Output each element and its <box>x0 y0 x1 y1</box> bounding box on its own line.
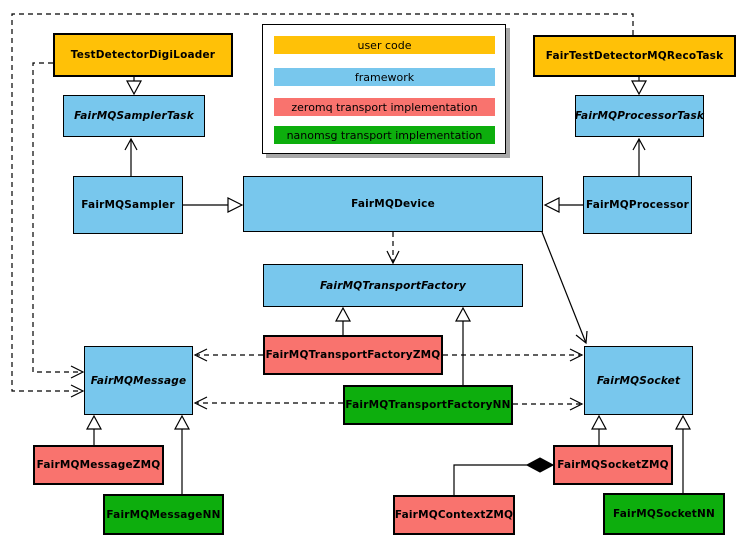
node-label: FairMQMessageNN <box>106 508 221 521</box>
legend-label: user code <box>357 38 412 52</box>
edge-messagenn-inherits-message <box>173 414 191 494</box>
legend-item-nanomsg: nanomsg transport implementation <box>274 126 495 144</box>
node-label: FairTestDetectorMQRecoTask <box>545 50 724 62</box>
node-fairmq-socket-nn: FairMQSocketNN <box>603 493 725 535</box>
edge-socketzmq-inherits-socket <box>590 414 608 445</box>
edge-socketnn-inherits-socket <box>674 414 692 493</box>
node-fairmq-transport-factory: FairMQTransportFactory <box>263 264 523 307</box>
edge-processor-inherits-device <box>543 197 583 213</box>
node-fairmq-message-nn: FairMQMessageNN <box>103 494 224 535</box>
node-fairmq-context-zmq: FairMQContextZMQ <box>393 495 515 535</box>
node-label: FairMQMessage <box>90 374 187 387</box>
legend-label: nanomsg transport implementation <box>286 128 483 142</box>
node-label: FairMQTransportFactoryNN <box>345 399 511 411</box>
edge-factoryzmq-uses-message <box>193 348 263 362</box>
node-label: FairMQSocket <box>596 374 681 387</box>
node-label: FairMQSamplerTask <box>74 110 194 122</box>
edge-device-to-socket <box>541 231 588 345</box>
edge-factoryzmq-inherits-factory <box>334 306 352 335</box>
edge-device-uses-factory <box>386 232 400 265</box>
legend-item-zeromq: zeromq transport implementation <box>274 98 495 116</box>
node-fairmq-device: FairMQDevice <box>243 176 543 232</box>
node-fair-test-detector-mq-reco-task: FairTestDetectorMQRecoTask <box>533 35 736 77</box>
edge-contextzmq-composed-in-socketzmq <box>453 457 555 495</box>
edge-messagezmq-inherits-message <box>85 414 103 445</box>
legend-item-user-code: user code <box>274 36 495 54</box>
node-fairmq-transport-factory-zmq: FairMQTransportFactoryZMQ <box>263 335 443 375</box>
edge-recotask-uses-message <box>11 13 634 398</box>
node-label: FairMQSocketZMQ <box>557 459 669 471</box>
node-fairmq-socket-zmq: FairMQSocketZMQ <box>553 445 673 485</box>
node-label: FairMQDevice <box>351 198 435 210</box>
node-fairmq-socket: FairMQSocket <box>584 346 693 415</box>
edge-factoryzmq-uses-socket <box>443 348 584 362</box>
edge-sampler-inherits-device <box>183 197 244 213</box>
node-fairmq-sampler: FairMQSampler <box>73 176 183 234</box>
node-label: FairMQMessageZMQ <box>36 459 161 471</box>
node-fairmq-processor-task: FairMQProcessorTask <box>575 95 704 137</box>
node-test-detector-digi-loader: TestDetectorDigiLoader <box>53 33 233 77</box>
legend-box: user code framework zeromq transport imp… <box>262 24 506 154</box>
edge-factorynn-inherits-factory <box>454 306 472 385</box>
node-label: FairMQProcessor <box>585 199 690 211</box>
node-label: FairMQSampler <box>81 199 175 211</box>
node-fairmq-processor: FairMQProcessor <box>583 176 692 234</box>
node-label: FairMQTransportFactory <box>319 279 467 292</box>
edge-digiloader-inherits-samplertask <box>125 77 143 96</box>
node-label: FairMQContextZMQ <box>394 509 514 521</box>
edge-factorynn-uses-socket <box>513 397 584 411</box>
legend-label: framework <box>354 70 415 84</box>
edge-factorynn-uses-message <box>193 396 343 410</box>
node-fairmq-message: FairMQMessage <box>84 346 193 415</box>
node-label: FairMQSocketNN <box>612 508 715 520</box>
node-fairmq-sampler-task: FairMQSamplerTask <box>63 95 205 137</box>
node-label: FairMQProcessorTask <box>574 110 705 122</box>
legend-item-framework: framework <box>274 68 495 86</box>
node-label: FairMQTransportFactoryZMQ <box>265 349 441 361</box>
node-label: TestDetectorDigiLoader <box>70 49 216 61</box>
legend-label: zeromq transport implementation <box>291 100 478 114</box>
edge-sampler-to-samplertask <box>124 137 138 176</box>
edge-processor-to-processortask <box>632 137 646 176</box>
edge-recotask-inherits-processortask <box>630 77 648 96</box>
node-fairmq-message-zmq: FairMQMessageZMQ <box>33 445 164 485</box>
edge-digiloader-uses-message <box>32 62 85 379</box>
node-fairmq-transport-factory-nn: FairMQTransportFactoryNN <box>343 385 513 425</box>
